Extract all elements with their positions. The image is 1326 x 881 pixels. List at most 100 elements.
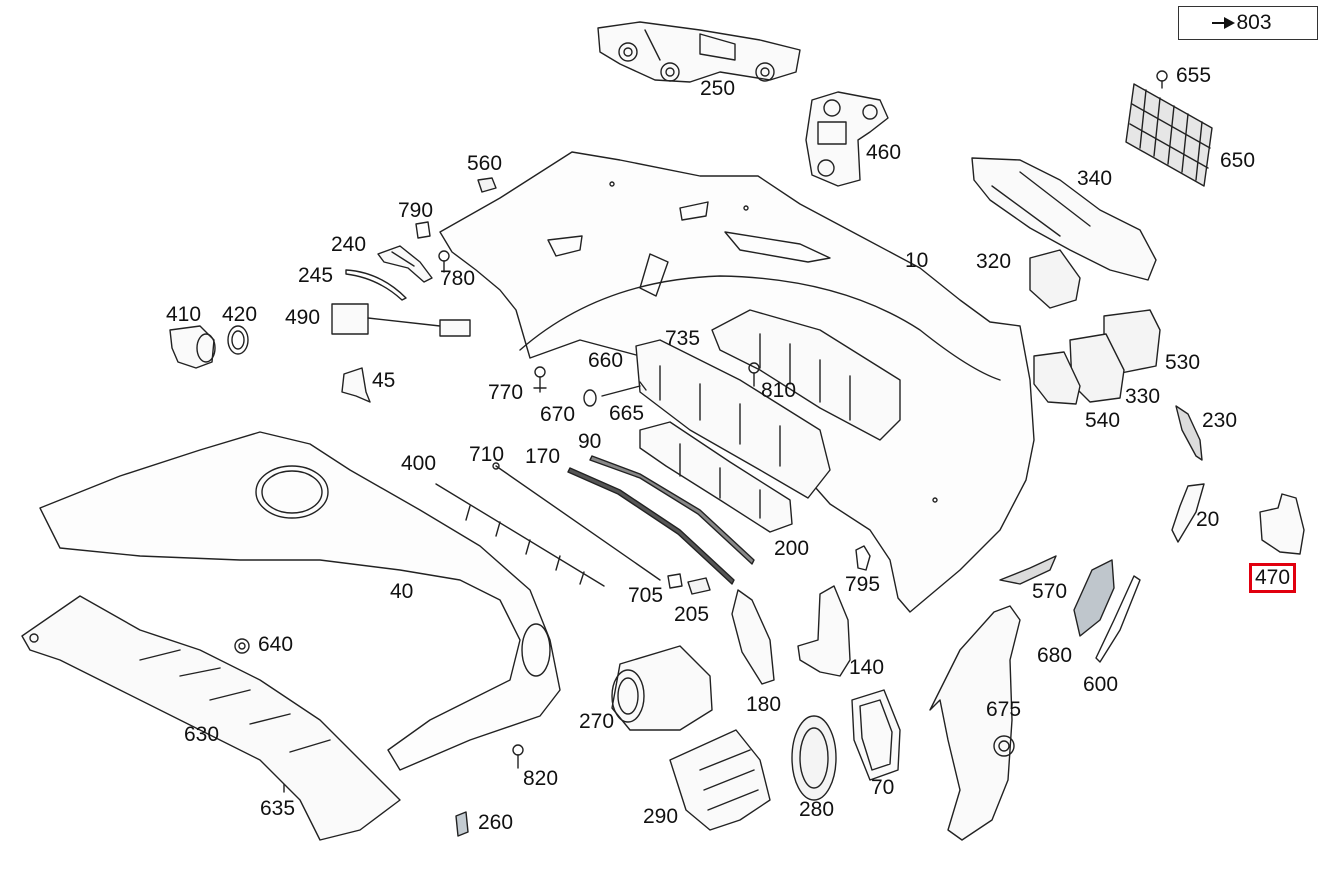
callout-400[interactable]: 400	[401, 452, 437, 475]
part-410-sensor[interactable]	[169, 325, 216, 369]
callout-540[interactable]: 540	[1085, 409, 1121, 432]
callout-665[interactable]: 665	[609, 402, 645, 425]
part-600-trim[interactable]	[1095, 575, 1141, 663]
part-240-strip[interactable]	[377, 245, 433, 283]
part-790-clip[interactable]	[415, 221, 431, 239]
callout-530[interactable]: 530	[1165, 351, 1201, 374]
part-340-panel[interactable]	[971, 157, 1157, 281]
part-280-bezel[interactable]	[791, 715, 837, 801]
callout-570[interactable]: 570	[1032, 580, 1068, 603]
part-735-absorber[interactable]	[711, 309, 901, 441]
callout-170[interactable]: 170	[525, 445, 561, 468]
callout-90[interactable]: 90	[578, 430, 602, 453]
reference-box[interactable]: 803	[1178, 6, 1318, 40]
part-560-plug[interactable]	[477, 177, 497, 193]
part-570-trim[interactable]	[999, 555, 1057, 585]
part-245-trim[interactable]	[345, 269, 407, 301]
part-200-absorber[interactable]	[639, 421, 793, 533]
callout-670[interactable]: 670	[540, 403, 576, 426]
callout-420[interactable]: 420	[222, 303, 258, 326]
part-675-bracket[interactable]	[929, 605, 1021, 841]
part-290-bracket[interactable]	[669, 729, 771, 831]
part-770-clip[interactable]	[533, 366, 547, 393]
callout-140[interactable]: 140	[849, 656, 885, 679]
callout-330[interactable]: 330	[1125, 385, 1161, 408]
callout-230[interactable]: 230	[1202, 409, 1238, 432]
callout-710[interactable]: 710	[469, 443, 505, 466]
part-640-nut[interactable]	[234, 638, 250, 654]
part-670-washer[interactable]	[583, 389, 597, 407]
callout-10[interactable]: 10	[905, 249, 929, 272]
part-90-strip[interactable]	[589, 455, 755, 565]
part-400-harness[interactable]	[435, 483, 605, 587]
callout-660[interactable]: 660	[588, 349, 624, 372]
callout-560[interactable]: 560	[467, 152, 503, 175]
callout-490[interactable]: 490	[285, 306, 321, 329]
part-660-absorber[interactable]	[635, 339, 831, 499]
callout-180[interactable]: 180	[746, 693, 782, 716]
part-705-connector[interactable]	[667, 573, 683, 589]
callout-790[interactable]: 790	[398, 199, 434, 222]
callout-675[interactable]: 675	[986, 698, 1022, 721]
callout-770[interactable]: 770	[488, 381, 524, 404]
callout-245[interactable]: 245	[298, 264, 334, 287]
callout-250[interactable]: 250	[700, 77, 736, 100]
part-250-bracket[interactable]	[597, 21, 801, 83]
callout-410[interactable]: 410	[166, 303, 202, 326]
callout-290[interactable]: 290	[643, 805, 679, 828]
part-490-harness[interactable]	[331, 303, 471, 337]
part-140-bracket[interactable]	[797, 585, 851, 677]
part-630-diffuser[interactable]	[21, 595, 401, 841]
part-820-screw[interactable]	[512, 744, 524, 769]
part-710-rod[interactable]	[492, 462, 661, 581]
callout-705[interactable]: 705	[628, 584, 664, 607]
callout-200[interactable]: 200	[774, 537, 810, 560]
callout-655[interactable]: 655	[1176, 64, 1212, 87]
part-170-strip[interactable]	[567, 467, 735, 585]
callout-820[interactable]: 820	[523, 767, 559, 790]
part-655-screw[interactable]	[1156, 70, 1168, 89]
part-810-screw[interactable]	[748, 362, 760, 387]
callout-630[interactable]: 630	[184, 723, 220, 746]
part-260-cap[interactable]	[455, 811, 469, 837]
callout-470-highlighted[interactable]: 470	[1249, 563, 1297, 593]
callout-320[interactable]: 320	[976, 250, 1012, 273]
part-460-bracket[interactable]	[805, 91, 889, 187]
callout-600[interactable]: 600	[1083, 673, 1119, 696]
callout-735[interactable]: 735	[665, 327, 701, 350]
part-70-bezel[interactable]	[851, 689, 901, 781]
callout-205[interactable]: 205	[674, 603, 710, 626]
part-540-lamp[interactable]	[1033, 351, 1081, 405]
callout-260[interactable]: 260	[478, 811, 514, 834]
part-230-strip[interactable]	[1175, 405, 1203, 461]
callout-680[interactable]: 680	[1037, 644, 1073, 667]
callout-460[interactable]: 460	[866, 141, 902, 164]
part-40-cover[interactable]	[39, 431, 561, 771]
callout-635[interactable]: 635	[260, 797, 296, 820]
callout-640[interactable]: 640	[258, 633, 294, 656]
part-470-bracket[interactable]	[1259, 493, 1305, 555]
callout-45[interactable]: 45	[372, 369, 396, 392]
part-650-grid-plate[interactable]	[1125, 83, 1213, 187]
callout-810[interactable]: 810	[761, 379, 797, 402]
callout-780[interactable]: 780	[440, 267, 476, 290]
callout-795[interactable]: 795	[845, 573, 881, 596]
callout-280[interactable]: 280	[799, 798, 835, 821]
callout-340[interactable]: 340	[1077, 167, 1113, 190]
part-45-bracket[interactable]	[341, 367, 371, 403]
callout-650[interactable]: 650	[1220, 149, 1256, 172]
part-680-trim[interactable]	[1073, 559, 1115, 637]
callout-20[interactable]: 20	[1196, 508, 1220, 531]
part-795-clip[interactable]	[855, 545, 871, 571]
part-420-ring[interactable]	[227, 325, 249, 355]
callout-240[interactable]: 240	[331, 233, 367, 256]
callout-70[interactable]: 70	[871, 776, 895, 799]
part-780-screw[interactable]	[438, 250, 450, 273]
part-270-exhaust-tip[interactable]	[611, 645, 713, 731]
part-205-connector[interactable]	[687, 577, 711, 595]
part-665-bolt[interactable]	[601, 381, 647, 397]
callout-40[interactable]: 40	[390, 580, 414, 603]
callout-270[interactable]: 270	[579, 710, 615, 733]
part-320-lamp[interactable]	[1029, 249, 1081, 309]
part-180-trim[interactable]	[731, 589, 775, 685]
